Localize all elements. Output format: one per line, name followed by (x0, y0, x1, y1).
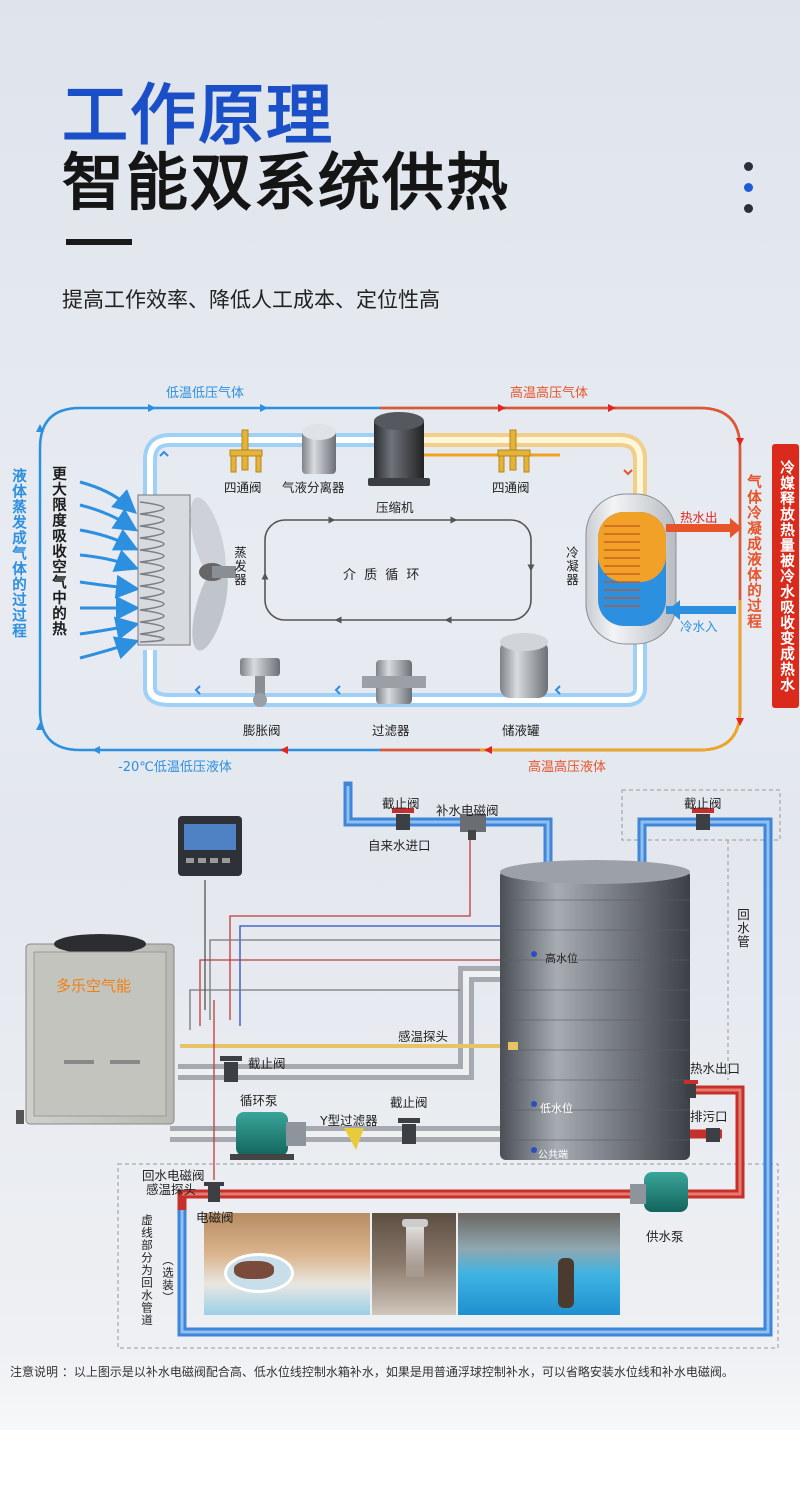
title-underline (66, 239, 132, 245)
supply-pump-label: 供水泵 (646, 1229, 684, 1244)
flow-high-temp-gas: 高温高压气体 (510, 386, 589, 401)
fill-solenoid-label: 补水电磁阀 (436, 803, 499, 818)
expansion-valve-label: 膨胀阀 (243, 723, 281, 738)
dashed-return-note: 虚线部分为回水管道 (140, 1214, 154, 1327)
high-level-label: 高水位 (545, 952, 578, 965)
brand-label: 多乐空气能 (56, 977, 132, 995)
temp-probe-label: 感温探头 (398, 1029, 449, 1044)
stop-valve-mid-label: 截止阀 (248, 1056, 286, 1071)
temp-probe-2-label: 感温探头 (146, 1182, 197, 1197)
evaporation-process-label: 液体蒸发成气体的过过程 (10, 468, 26, 639)
vertical-dots-icon (744, 162, 754, 225)
installation-note: 注意说明 ：以上图示是以补水电磁阀配合高、低水位线控制水箱补水，如果是用普通浮球… (10, 1365, 734, 1379)
return-solenoid-label: 回水电磁阀 (142, 1168, 205, 1183)
solenoid-label: 电磁阀 (196, 1210, 234, 1225)
tagline: 提高工作效率、降低人工成本、定位性高 (62, 288, 440, 312)
refrigerant-cycle-diagram (36, 404, 744, 754)
filter-label: 过滤器 (372, 723, 410, 738)
condensation-process-label: 气体冷凝成液体的过程 (745, 474, 761, 629)
bathtub-photo (204, 1213, 370, 1315)
common-end-label: 公共端 (538, 1150, 568, 1161)
gas-liquid-separator-label: 气液分离器 (282, 480, 345, 495)
drain-label: 排污口 (690, 1109, 728, 1124)
page-bottom-blank (0, 1430, 800, 1499)
stop-valve-right-label: 截止阀 (684, 796, 722, 811)
heat-release-badge: 冷媒释放热量被冷水吸收变成热水 (772, 444, 799, 708)
reservoir-label: 储液罐 (502, 723, 540, 738)
flow-low-temp-liquid: -20℃低温低压液体 (118, 760, 232, 775)
absorb-heat-label: 更大限度吸收空气中的热 (50, 466, 66, 637)
page-subtitle-heading: 智能双系统供热 (62, 146, 511, 219)
condenser-label: 冷凝器 (564, 546, 579, 587)
flow-high-temp-liquid: 高温高压液体 (528, 760, 607, 775)
hot-water-out-label: 热水出 (680, 510, 718, 525)
optional-label: （选装） (161, 1254, 175, 1304)
four-way-valve-left-label: 四通阀 (224, 480, 262, 495)
cold-water-in-label: 冷水入 (680, 619, 718, 634)
low-level-label: 低水位 (540, 1102, 573, 1115)
circulation-pump-label: 循环泵 (240, 1093, 278, 1108)
stop-valve-low-label: 截止阀 (390, 1095, 428, 1110)
y-filter-label: Y型过滤器 (320, 1113, 378, 1128)
shower-photo (372, 1213, 456, 1315)
tap-inlet-label: 自来水进口 (368, 838, 431, 853)
medium-cycle-label: 介 质 循 环 (343, 568, 422, 583)
four-way-valve-right-label: 四通阀 (492, 480, 530, 495)
evaporator-label: 蒸发器 (232, 546, 247, 587)
installation-diagram (16, 781, 781, 1349)
compressor-label: 压缩机 (376, 500, 414, 515)
return-pipe-label: 回水管 (735, 908, 750, 949)
flow-low-temp-gas: 低温低压气体 (166, 386, 245, 401)
page-title: 工作原理 (62, 77, 334, 154)
hot-outlet-label: 热水出口 (690, 1061, 741, 1076)
stop-valve-top-label: 截止阀 (382, 796, 420, 811)
pool-photo (458, 1213, 620, 1315)
